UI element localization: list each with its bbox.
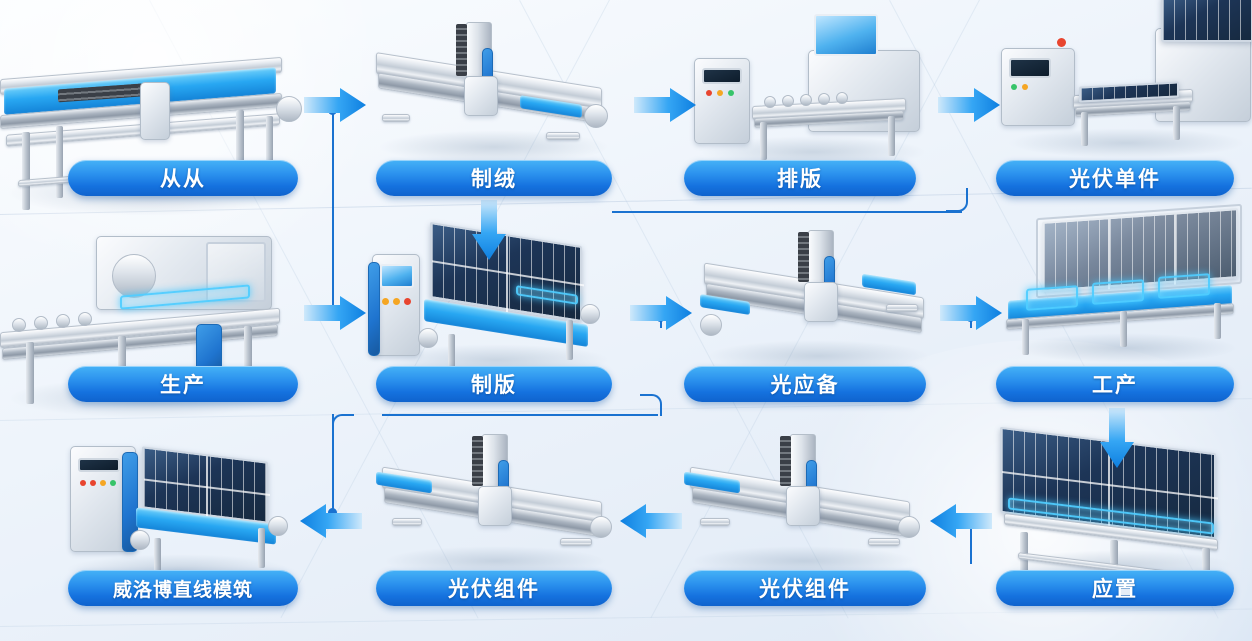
arrow-down [472, 200, 506, 260]
step-label-6[interactable]: 制版 [376, 366, 612, 402]
connector-corner [946, 190, 968, 212]
connector-col4-row3-vertical [970, 524, 972, 564]
arrow-left [300, 504, 362, 538]
step-label-7[interactable]: 光应备 [684, 366, 926, 402]
step-label-9[interactable]: 威洛博直线模筑 [68, 570, 298, 606]
connector-leftflow-vertical [332, 414, 334, 512]
arrow-right [304, 296, 366, 330]
machine-glass-rack-conveyor-station [1000, 203, 1250, 365]
connector-col4-vertical-2 [970, 318, 972, 328]
step-label-2[interactable]: 制绒 [376, 160, 612, 196]
step-label-5[interactable]: 生产 [68, 366, 298, 402]
step-label-8[interactable]: 工产 [996, 366, 1234, 402]
arrow-right [304, 88, 366, 122]
step-label-1[interactable]: 从从 [68, 160, 298, 196]
connector-node [328, 508, 337, 517]
machine-dual-cabinet-inspection-line [995, 0, 1252, 165]
machine-linear-gantry-module [368, 428, 628, 578]
connector-row1-underline [612, 211, 962, 213]
connector-corner [332, 414, 354, 436]
step-label-12[interactable]: 应置 [996, 570, 1234, 606]
arrow-left [930, 504, 992, 538]
arrow-right [630, 296, 692, 330]
connector-row2-underline [382, 414, 658, 416]
arrow-down [1100, 408, 1134, 468]
machine-roller-conveyor-with-cable-chain [0, 20, 302, 230]
machine-inspection-roller-station-with-monitor [690, 10, 940, 170]
machine-linear-gantry-module [690, 222, 950, 372]
machine-control-panel-belt-conveyor-with-panel [56, 436, 306, 586]
connector-col3-vertical [660, 318, 662, 328]
step-label-4[interactable]: 光伏单件 [996, 160, 1234, 196]
connector-col4-vertical [966, 188, 968, 198]
arrow-right [634, 88, 696, 122]
machine-linear-gantry-module [360, 18, 630, 168]
step-label-11[interactable]: 光伏组件 [684, 570, 926, 606]
machine-linear-gantry-module [676, 428, 936, 578]
step-label-3[interactable]: 排版 [684, 160, 916, 196]
arrow-right [938, 88, 1000, 122]
arrow-right [940, 296, 1002, 330]
arrow-left [620, 504, 682, 538]
connector-col1-vertical [332, 112, 334, 312]
connector-corner [640, 394, 662, 416]
step-label-10[interactable]: 光伏组件 [376, 570, 612, 606]
